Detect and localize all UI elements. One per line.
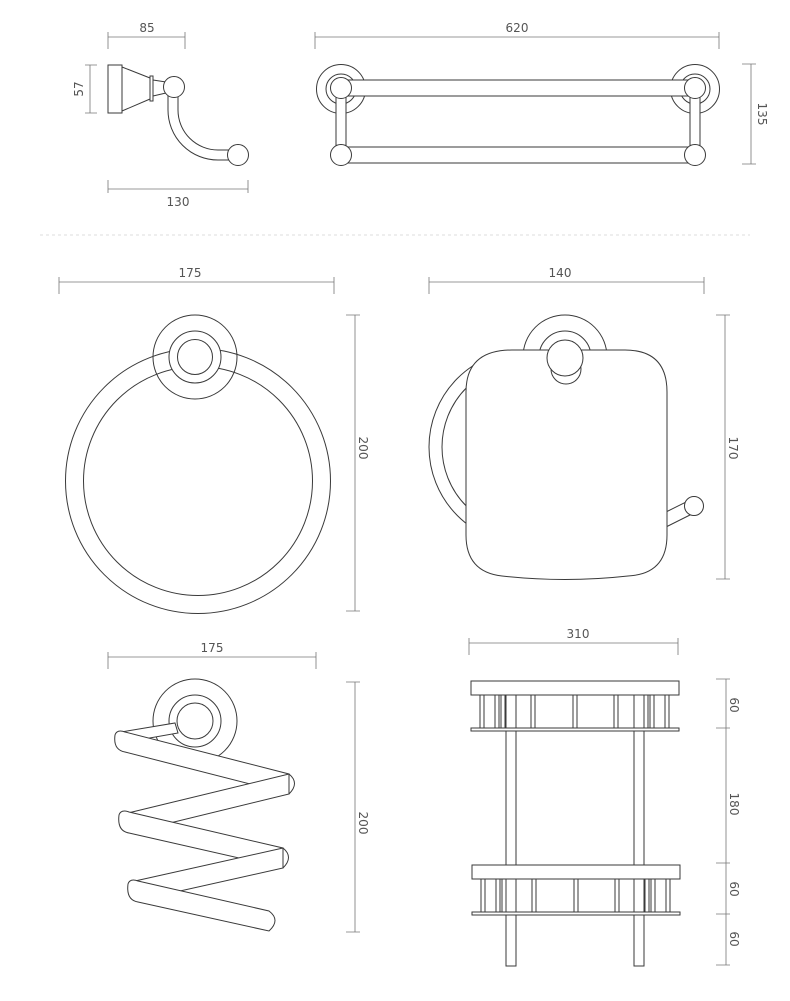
dim-label: 57	[72, 81, 86, 96]
dim-label: 135	[755, 103, 769, 126]
dim-label: 60	[727, 697, 741, 712]
towel-ring-dim-width: 175	[58, 266, 335, 294]
dim-label: 60	[727, 931, 741, 946]
shelf-dim-width: 310	[468, 627, 679, 655]
roll-holder-dim-width: 140	[428, 266, 705, 294]
dim-label: 200	[356, 812, 370, 835]
robe-hook-drawing	[107, 64, 249, 166]
dim-label: 620	[506, 21, 529, 35]
dim-label: 310	[567, 627, 590, 641]
dryer-holder-dim-height: 200	[346, 681, 370, 933]
dim-label: 170	[726, 437, 740, 460]
robe-hook-dim-depth: 130	[107, 180, 249, 209]
dryer-holder-dim-width: 175	[107, 641, 317, 669]
dim-label: 180	[727, 793, 741, 816]
towel-ring-drawing	[65, 314, 331, 614]
shelf-dim-heights: 60 180 60 60	[716, 678, 741, 966]
dim-label: 130	[167, 195, 190, 209]
robe-hook-dim-width: 85	[107, 21, 186, 49]
towel-rail-dim-height: 135	[742, 63, 769, 165]
dim-label: 85	[139, 21, 154, 35]
dim-label: 200	[356, 437, 370, 460]
towel-rail-drawing	[316, 64, 720, 166]
dim-label: 60	[727, 881, 741, 896]
roll-holder-drawing	[428, 314, 704, 580]
dim-label: 175	[201, 641, 224, 655]
towel-rail-dim-width: 620	[314, 21, 720, 49]
shelf-drawing	[470, 680, 681, 967]
towel-ring-dim-height: 200	[346, 314, 370, 612]
robe-hook-dim-height: 57	[72, 64, 97, 114]
roll-holder-dim-height: 170	[716, 314, 740, 580]
dryer-holder-drawing	[114, 678, 295, 932]
dim-label: 175	[179, 266, 202, 280]
dim-label: 140	[549, 266, 572, 280]
